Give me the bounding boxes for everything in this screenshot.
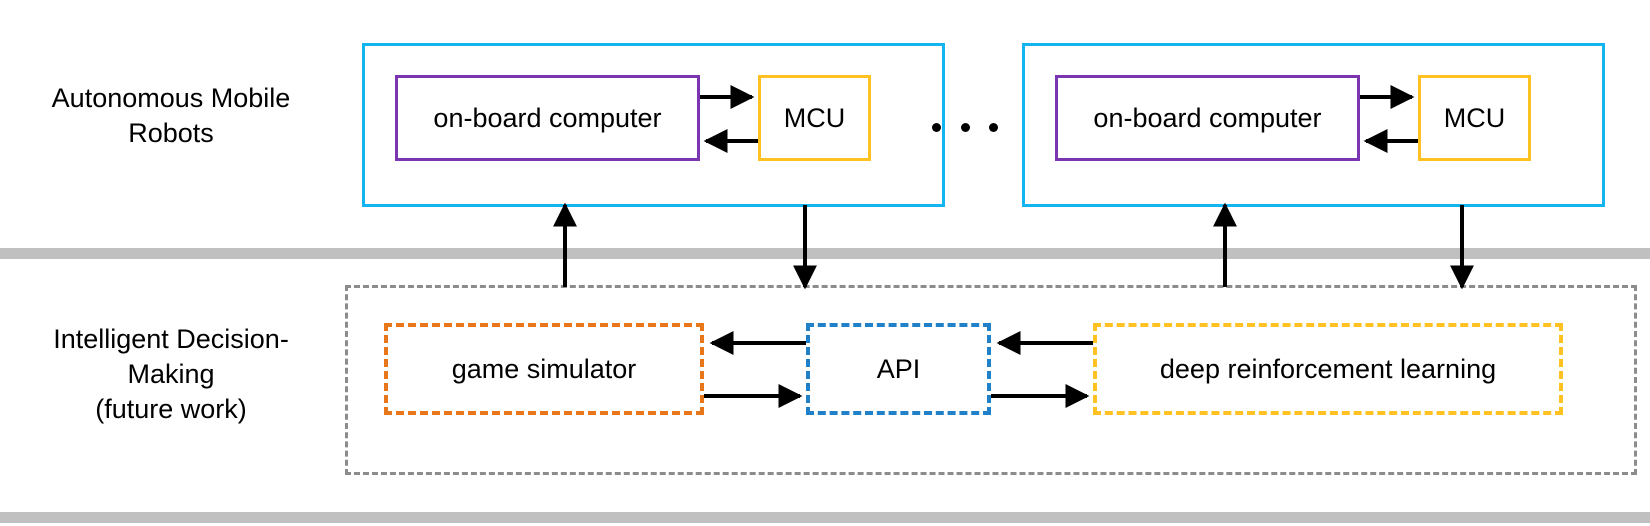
amr-label-line-2: Robots: [128, 118, 214, 148]
on-board-computer-box-1[interactable]: on-board computer: [395, 75, 700, 161]
section-divider-top: [0, 248, 1650, 259]
idm-label-line-2: Making: [127, 358, 215, 389]
on-board-computer-box-2[interactable]: on-board computer: [1055, 75, 1360, 161]
game-simulator-label: game simulator: [451, 353, 637, 384]
mcu-label-2: MCU: [1443, 102, 1506, 133]
ellipsis-icon: [932, 122, 998, 132]
section-label-autonomous-mobile-robots: Autonomous Mobile Robots: [6, 78, 336, 154]
intelligent-decision-making-container[interactable]: [345, 285, 1637, 475]
idm-label-line-1: Intelligent Decision-: [53, 323, 289, 354]
section-label-intelligent-decision-making: Intelligent Decision- Making (future wor…: [6, 318, 336, 430]
deep-reinforcement-learning-label: deep reinforcement learning: [1159, 353, 1497, 384]
deep-reinforcement-learning-box[interactable]: deep reinforcement learning: [1093, 323, 1563, 415]
mcu-label-1: MCU: [783, 102, 846, 133]
robot-container-1[interactable]: [362, 43, 945, 207]
on-board-computer-label-2: on-board computer: [1093, 102, 1322, 133]
amr-label-line-1: Autonomous Mobile: [51, 83, 291, 113]
mcu-box-2[interactable]: MCU: [1418, 75, 1531, 161]
mcu-box-1[interactable]: MCU: [758, 75, 871, 161]
on-board-computer-label-1: on-board computer: [433, 102, 662, 133]
api-label: API: [876, 353, 921, 384]
section-divider-bottom: [0, 512, 1650, 523]
robot-container-2[interactable]: [1022, 43, 1605, 207]
game-simulator-box[interactable]: game simulator: [384, 323, 704, 415]
api-box[interactable]: API: [806, 323, 991, 415]
idm-label-line-3: (future work): [95, 393, 247, 424]
